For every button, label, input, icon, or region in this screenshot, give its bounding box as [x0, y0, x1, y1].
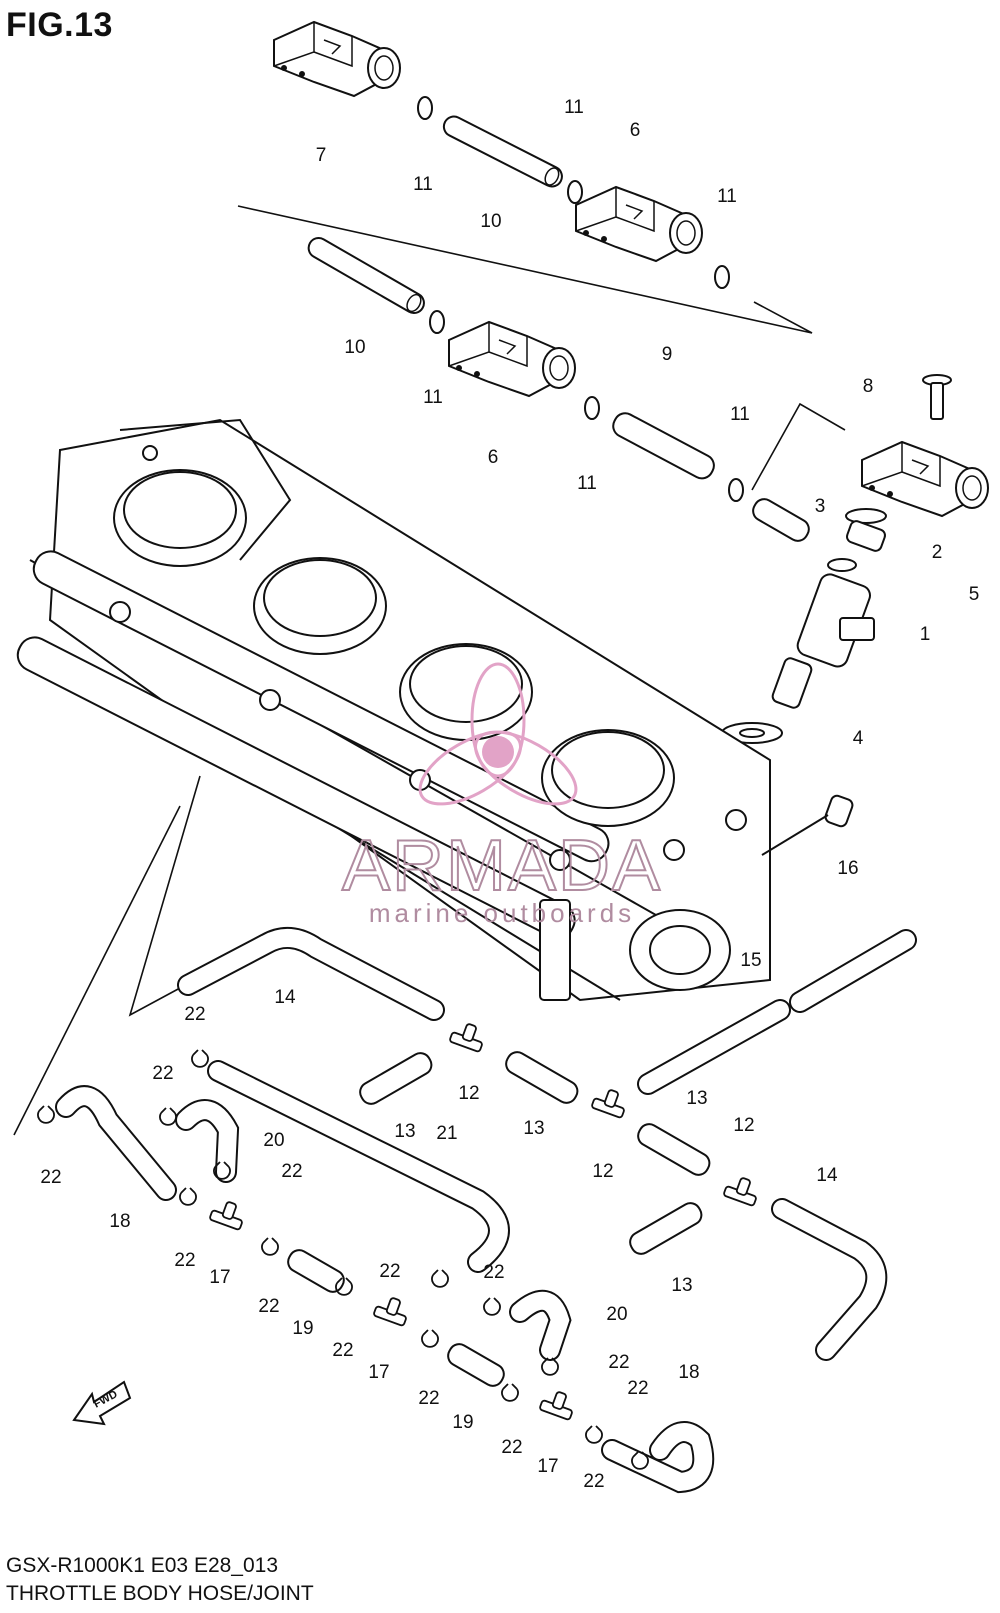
part-number-p22m: 22 [501, 1437, 522, 1458]
part-number-p22l: 22 [627, 1378, 648, 1399]
part-number-p20a: 20 [263, 1130, 284, 1151]
watermark-tagline: marine outboards [369, 898, 635, 928]
part-number-p22j: 22 [418, 1388, 439, 1409]
part-number-p19b: 19 [452, 1412, 473, 1433]
part-number-p9: 9 [662, 344, 673, 365]
model-code: GSX-R1000K1 E03 E28_013 [6, 1554, 279, 1577]
part-number-p17a: 17 [209, 1267, 230, 1288]
part-number-p5: 5 [969, 584, 980, 605]
part-number-p15: 15 [740, 950, 761, 971]
part-number-p22b: 22 [152, 1063, 173, 1084]
fuel-injector-1 [721, 508, 887, 744]
joint-16 [761, 794, 854, 856]
fuel-pipe-10-upper [439, 112, 567, 191]
part-number-p11b: 11 [564, 97, 584, 118]
part-number-p3: 3 [815, 496, 826, 517]
part-number-p21: 21 [436, 1123, 457, 1144]
part-number-p12c: 12 [733, 1115, 754, 1136]
part-number-p14a: 14 [274, 987, 296, 1008]
part-number-p11f: 11 [730, 404, 750, 425]
part-number-p12a: 12 [458, 1083, 479, 1104]
o-rings-11 [417, 96, 744, 502]
part-number-p10b: 10 [344, 337, 365, 358]
figure-title: FIG.13 [6, 6, 113, 44]
part-number-p12b: 12 [592, 1161, 613, 1182]
part-number-p22i: 22 [483, 1262, 504, 1283]
part-number-p13c: 13 [686, 1088, 707, 1109]
watermark-brand: ARMADA [342, 826, 662, 906]
throttle-body-assembly [16, 418, 771, 1002]
part-number-p13a: 13 [394, 1121, 415, 1142]
part-number-p22d: 22 [281, 1161, 302, 1182]
armada-logo-icon [418, 662, 578, 806]
part-number-p13b: 13 [523, 1118, 544, 1139]
fuel-delivery-block-6-lower [448, 321, 576, 397]
fuel-pipe-10-lower [304, 233, 429, 318]
part-number-p17b: 17 [368, 1362, 389, 1383]
part-number-p6a: 6 [630, 120, 641, 141]
part-number-p2: 2 [932, 542, 943, 563]
fuel-delivery-block-7 [273, 21, 401, 97]
part-number-p22k: 22 [608, 1352, 629, 1373]
hoses [55, 927, 917, 1494]
part-number-p4: 4 [853, 728, 864, 749]
part-number-p22n: 22 [583, 1471, 604, 1492]
part-number-p22h: 22 [379, 1261, 400, 1282]
part-number-p10a: 10 [480, 211, 501, 232]
section-title: THROTTLE BODY HOSE/JOINT [6, 1582, 314, 1605]
part-number-p22f: 22 [258, 1296, 279, 1317]
fwd-arrow-icon: FWD [72, 1380, 132, 1426]
part-number-p22c: 22 [40, 1167, 61, 1188]
armada-watermark: ARMADA marine outboards [341, 662, 662, 928]
part-number-p1: 1 [920, 624, 931, 645]
part-number-p22g: 22 [332, 1340, 353, 1361]
guide-lines [13, 205, 846, 1136]
screw-8 [922, 374, 952, 420]
part-number-p6b: 6 [488, 447, 499, 468]
part-number-p11e: 11 [577, 473, 597, 494]
part-number-p19a: 19 [292, 1318, 313, 1339]
part-number-p11d: 11 [423, 387, 443, 408]
part-number-p8: 8 [863, 376, 874, 397]
fuel-delivery-block-5 [861, 441, 989, 517]
part-number-p22a: 22 [184, 1004, 205, 1025]
part-number-p11c: 11 [717, 186, 737, 207]
short-hoses [287, 1051, 711, 1387]
part-number-p14b: 14 [816, 1165, 838, 1186]
part-number-p20b: 20 [606, 1304, 627, 1325]
fuel-delivery-block-6-upper [575, 186, 703, 262]
part-number-p17c: 17 [537, 1456, 558, 1477]
part-number-p18b: 18 [678, 1362, 699, 1383]
part-number-p11a: 11 [413, 174, 433, 195]
part-number-p22e: 22 [174, 1250, 195, 1271]
part-number-p13d: 13 [671, 1275, 692, 1296]
part-number-p16: 16 [837, 858, 858, 879]
part-number-p7: 7 [316, 145, 327, 166]
fuel-pipe-9 [612, 412, 810, 542]
part-number-p18a: 18 [109, 1211, 130, 1232]
